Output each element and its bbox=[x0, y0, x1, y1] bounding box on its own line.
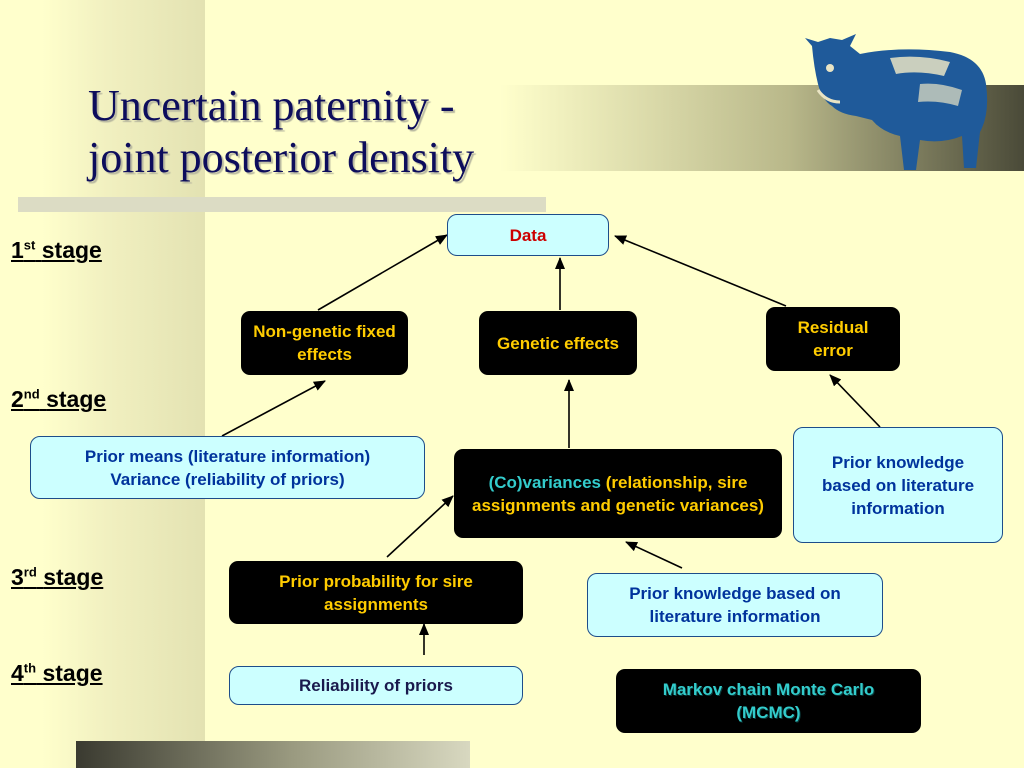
arrow-nongenetic-to-data bbox=[317, 234, 448, 311]
node-nongenetic-label: Non-genetic fixed effects bbox=[253, 322, 396, 364]
title-underline-bar bbox=[18, 197, 546, 212]
bottom-gradient-bar bbox=[76, 741, 470, 768]
slide-title: Uncertain paternity - joint posterior de… bbox=[88, 80, 474, 184]
stage-label-1: 1st stage bbox=[11, 237, 102, 263]
prior-variance-line: Variance (reliability of priors) bbox=[110, 469, 345, 489]
node-prior-probability: Prior probability for sire assignments bbox=[229, 561, 523, 624]
stage-label-2: 2nd stage bbox=[11, 386, 107, 412]
node-nongenetic-fixed-effects: Non-genetic fixed effects bbox=[241, 311, 408, 375]
reliability-label: Reliability of priors bbox=[299, 676, 453, 695]
bull-icon bbox=[805, 34, 988, 170]
node-data-label: Data bbox=[509, 225, 547, 245]
node-mcmc: Markov chain Monte Carlo (MCMC) bbox=[616, 669, 921, 733]
prior-knowledge-residual-label: Prior knowledge based on literature info… bbox=[821, 452, 975, 518]
prior-means-line: Prior means (literature information) bbox=[84, 446, 371, 466]
node-prior-means: Prior means (literature information) Var… bbox=[30, 436, 425, 499]
arrow-priormeans-to-nongenetic bbox=[221, 380, 326, 437]
arrow-residual-to-data bbox=[614, 235, 787, 307]
covariances-detail: (relationship, sire assignments and gene… bbox=[472, 472, 764, 515]
prior-probability-label: Prior probability for sire assignments bbox=[279, 571, 473, 614]
arrow-priorprob-to-covariances bbox=[386, 495, 454, 558]
arrow-priorknowledge-to-covariances bbox=[625, 541, 683, 569]
node-covariances-text: (Co)variances (relationship, sire assign… bbox=[466, 471, 770, 517]
covariances-highlight: (Co)variances bbox=[488, 472, 601, 492]
node-covariances: (Co)variances (relationship, sire assign… bbox=[454, 449, 782, 538]
title-line-1: Uncertain paternity - bbox=[88, 81, 455, 130]
left-gradient-bar bbox=[42, 0, 205, 768]
node-residual-error: Residual error bbox=[766, 307, 900, 371]
title-line-2: joint posterior density bbox=[88, 133, 475, 182]
node-reliability-of-priors: Reliability of priors bbox=[229, 666, 523, 705]
stage-label-3: 3rd stage bbox=[11, 564, 104, 590]
mcmc-label: Markov chain Monte Carlo (MCMC) bbox=[662, 680, 875, 722]
node-prior-knowledge-covariances: Prior knowledge based on literature info… bbox=[587, 573, 883, 637]
node-prior-knowledge-residual: Prior knowledge based on literature info… bbox=[793, 427, 1003, 543]
stage-label-4: 4th stage bbox=[11, 660, 103, 686]
node-residual-label: Residual error bbox=[797, 318, 869, 360]
node-data: Data bbox=[447, 214, 609, 256]
node-genetic-label: Genetic effects bbox=[497, 333, 619, 353]
node-genetic-effects: Genetic effects bbox=[479, 311, 637, 375]
prior-knowledge-cov-label: Prior knowledge based on literature info… bbox=[629, 584, 841, 626]
arrow-priorknowledge-to-residual bbox=[829, 374, 881, 428]
